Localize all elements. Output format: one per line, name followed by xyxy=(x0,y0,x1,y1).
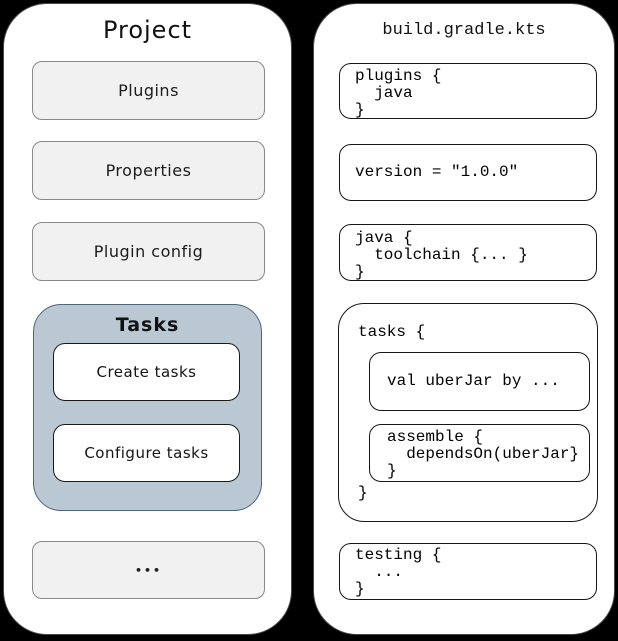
code-box-tasks: tasks { val uberJar by ... assemble { de… xyxy=(338,303,598,522)
code-box-version: version = "1.0.0" xyxy=(339,144,597,201)
code-assemble-text: assemble { dependsOn(uberJar} } xyxy=(387,428,580,480)
code-plugins-text: plugins { java } xyxy=(355,67,442,119)
tasks-group: Tasks Create tasks Configure tasks xyxy=(33,304,262,511)
project-box-plugin-config-label: Plugin config xyxy=(93,242,204,261)
project-box-more: ••• xyxy=(32,541,265,599)
project-box-properties: Properties xyxy=(32,141,265,200)
code-tasks-close-text: } xyxy=(358,484,368,502)
project-box-plugins-label: Plugins xyxy=(118,81,179,100)
tasks-box-configure-label: Configure tasks xyxy=(84,444,209,462)
code-box-testing: testing { ... } xyxy=(339,543,597,600)
code-version-text: version = "1.0.0" xyxy=(355,163,519,181)
code-tasks-open-text: tasks { xyxy=(358,323,426,341)
code-box-uberjar: val uberJar by ... xyxy=(369,352,590,411)
build-gradle-panel: build.gradle.kts plugins { java } versio… xyxy=(313,3,615,635)
ellipsis-dots: ••• xyxy=(134,563,163,577)
project-box-plugin-config: Plugin config xyxy=(32,222,265,281)
tasks-box-create: Create tasks xyxy=(53,343,240,401)
project-panel: Project Plugins Properties Plugin config… xyxy=(3,3,292,635)
code-testing-text: testing { ... } xyxy=(355,546,442,598)
code-box-java: java { toolchain {... } } xyxy=(339,224,597,281)
code-uberjar-text: val uberJar by ... xyxy=(387,372,560,390)
tasks-group-title: Tasks xyxy=(115,314,180,336)
project-box-properties-label: Properties xyxy=(105,161,192,180)
code-box-plugins: plugins { java } xyxy=(339,63,597,119)
project-box-plugins: Plugins xyxy=(32,61,265,120)
tasks-box-configure: Configure tasks xyxy=(53,424,240,482)
build-gradle-panel-title: build.gradle.kts xyxy=(382,21,546,40)
project-panel-title: Project xyxy=(102,16,193,44)
code-java-text: java { toolchain {... } } xyxy=(355,229,528,281)
tasks-box-create-label: Create tasks xyxy=(96,363,197,381)
code-box-assemble: assemble { dependsOn(uberJar} } xyxy=(369,424,590,482)
